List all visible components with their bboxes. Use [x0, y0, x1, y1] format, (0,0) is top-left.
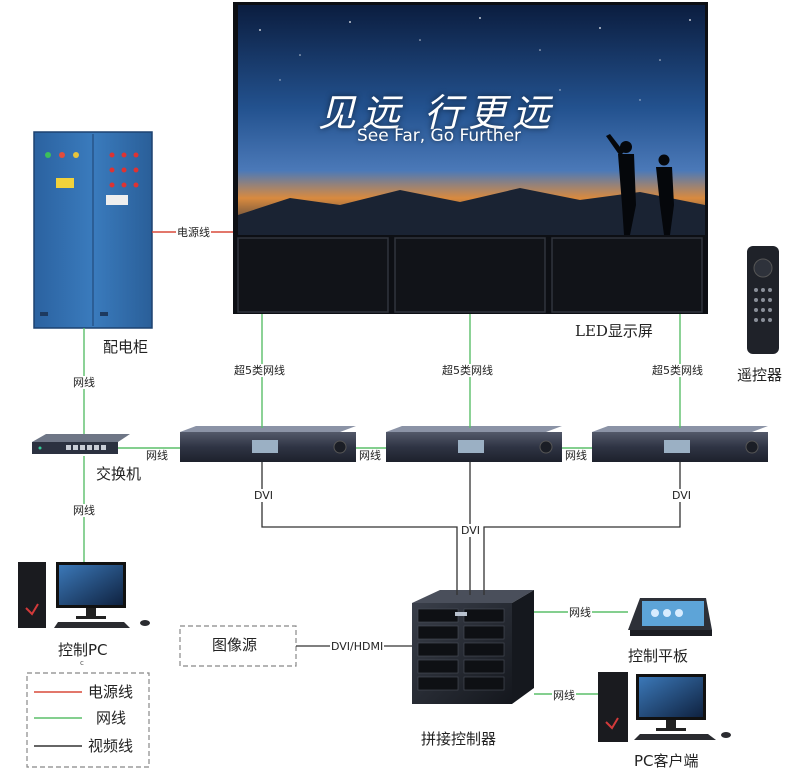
led-lower-panel-right — [551, 237, 703, 313]
splicing-controller — [412, 590, 534, 704]
led-lower-panel-left — [237, 237, 389, 313]
led-display-label: LED显示屏 — [575, 322, 653, 340]
network-switch — [32, 434, 130, 454]
legend-net-label: 网线 — [96, 709, 127, 727]
dvi-line-1 — [261, 462, 458, 595]
control-pc-sublabel: c — [80, 659, 84, 667]
led-display-wall — [233, 2, 708, 314]
remote-label: 遥控器 — [737, 366, 783, 384]
control-pc-label: 控制PC — [58, 641, 108, 659]
power-line-label: 电源线 — [176, 226, 211, 239]
net-line-label-card12: 网线 — [358, 449, 382, 462]
dvi-label-1: DVI — [253, 489, 275, 502]
screen-subtitle: See Far, Go Further — [357, 126, 522, 146]
dvi-hdmi-label: DVI/HDMI — [330, 640, 385, 653]
dvi-label-3: DVI — [671, 489, 693, 502]
control-tablet-label: 控制平板 — [628, 647, 689, 665]
net-line-label-switch: 网线 — [145, 449, 169, 462]
people-silhouette — [606, 134, 674, 235]
screen-title: 见远 行更远 — [318, 91, 557, 135]
dvi-line-3 — [483, 462, 681, 595]
image-source-label: 图像源 — [212, 636, 258, 654]
power-cabinet-label: 配电柜 — [103, 338, 149, 356]
stars — [259, 17, 691, 101]
mountain-silhouette — [238, 188, 705, 235]
splicing-controller-label: 拼接控制器 — [421, 730, 497, 748]
net-line-label-pc-client: 网线 — [552, 689, 576, 702]
power-cabinet — [33, 131, 153, 329]
receiver-card-1 — [180, 426, 356, 462]
cat5e-label-1: 超5类网线 — [233, 364, 286, 377]
control-pc — [18, 562, 150, 628]
control-tablet — [628, 598, 712, 636]
legend-power-label: 电源线 — [88, 683, 134, 701]
net-line-label-card23: 网线 — [564, 449, 588, 462]
legend-box — [26, 672, 150, 768]
net-line-label-cabinet: 网线 — [72, 376, 96, 389]
cat5e-label-3: 超5类网线 — [651, 364, 704, 377]
switch-label: 交换机 — [96, 465, 142, 483]
net-line-label-tablet: 网线 — [568, 606, 592, 619]
cat5e-label-2: 超5类网线 — [441, 364, 494, 377]
legend-video-label: 视频线 — [88, 737, 134, 755]
net-line-label-pc: 网线 — [72, 504, 96, 517]
receiver-card-2 — [386, 426, 562, 462]
pc-client — [598, 672, 731, 742]
dvi-label-2: DVI — [460, 524, 482, 537]
led-lower-panel-center — [394, 237, 546, 313]
pc-client-label: PC客户端 — [634, 752, 699, 770]
receiver-card-3 — [592, 426, 768, 462]
remote-control — [747, 246, 779, 354]
